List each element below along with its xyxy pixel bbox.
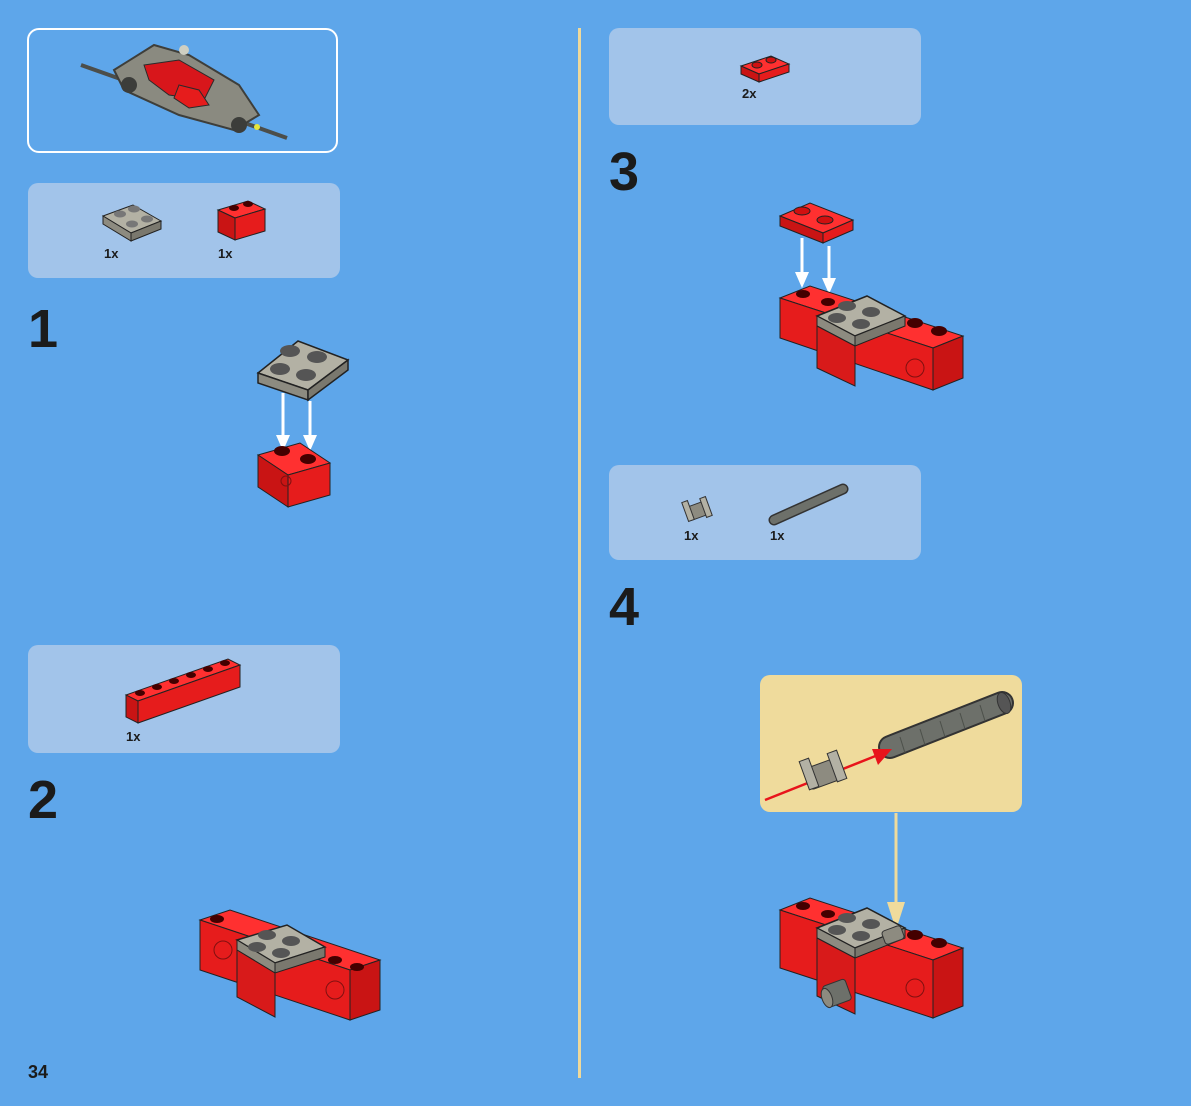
step-4-parts-icons xyxy=(681,483,849,526)
step-4-assembly-illustration xyxy=(778,813,965,1019)
step-1-number: 1 xyxy=(28,299,59,359)
model-preview-frame xyxy=(27,28,338,153)
step-1-assembly-illustration xyxy=(256,340,350,508)
step-2-assembly-illustration xyxy=(198,909,382,1021)
step-2-parts-panel: 1x xyxy=(28,645,340,753)
step-1-part-1-qty: 1x xyxy=(104,246,119,261)
step-4-subassembly-illustration xyxy=(764,691,1014,802)
step-3-part-1-qty: 2x xyxy=(742,86,757,101)
gray-bushing-icon xyxy=(681,495,713,523)
step-4-part-1-qty: 1x xyxy=(684,528,699,543)
step-2-number: 2 xyxy=(28,770,59,830)
step-4-part-2-qty: 1x xyxy=(770,528,785,543)
step-4-number: 4 xyxy=(609,577,640,637)
step-2-parts-icons xyxy=(124,658,242,724)
step-3-parts-icons xyxy=(739,55,791,83)
step-4-subassembly-callout xyxy=(760,675,1022,812)
step-1-parts-panel: 1x 1x xyxy=(28,183,340,278)
step-1-part-2-qty: 1x xyxy=(218,246,233,261)
model-preview-image xyxy=(80,43,288,140)
step-3-number: 3 xyxy=(609,142,640,202)
step-3-parts-panel: 2x xyxy=(609,28,921,125)
red-plate-1x2-icon xyxy=(739,55,791,83)
dark-gray-axle-icon xyxy=(768,483,849,526)
column-divider xyxy=(578,28,581,1078)
step-3-assembly-illustration xyxy=(778,202,965,391)
step-1-parts-icons xyxy=(101,200,267,242)
step-2-part-1-qty: 1x xyxy=(126,729,141,744)
red-technic-brick-1x2-icon xyxy=(216,200,267,241)
red-technic-brick-1x6-icon xyxy=(124,658,242,724)
page-number: 34 xyxy=(28,1062,49,1082)
step-4-parts-panel: 1x 1x xyxy=(609,465,921,560)
gray-plate-2x2-icon xyxy=(101,204,163,242)
